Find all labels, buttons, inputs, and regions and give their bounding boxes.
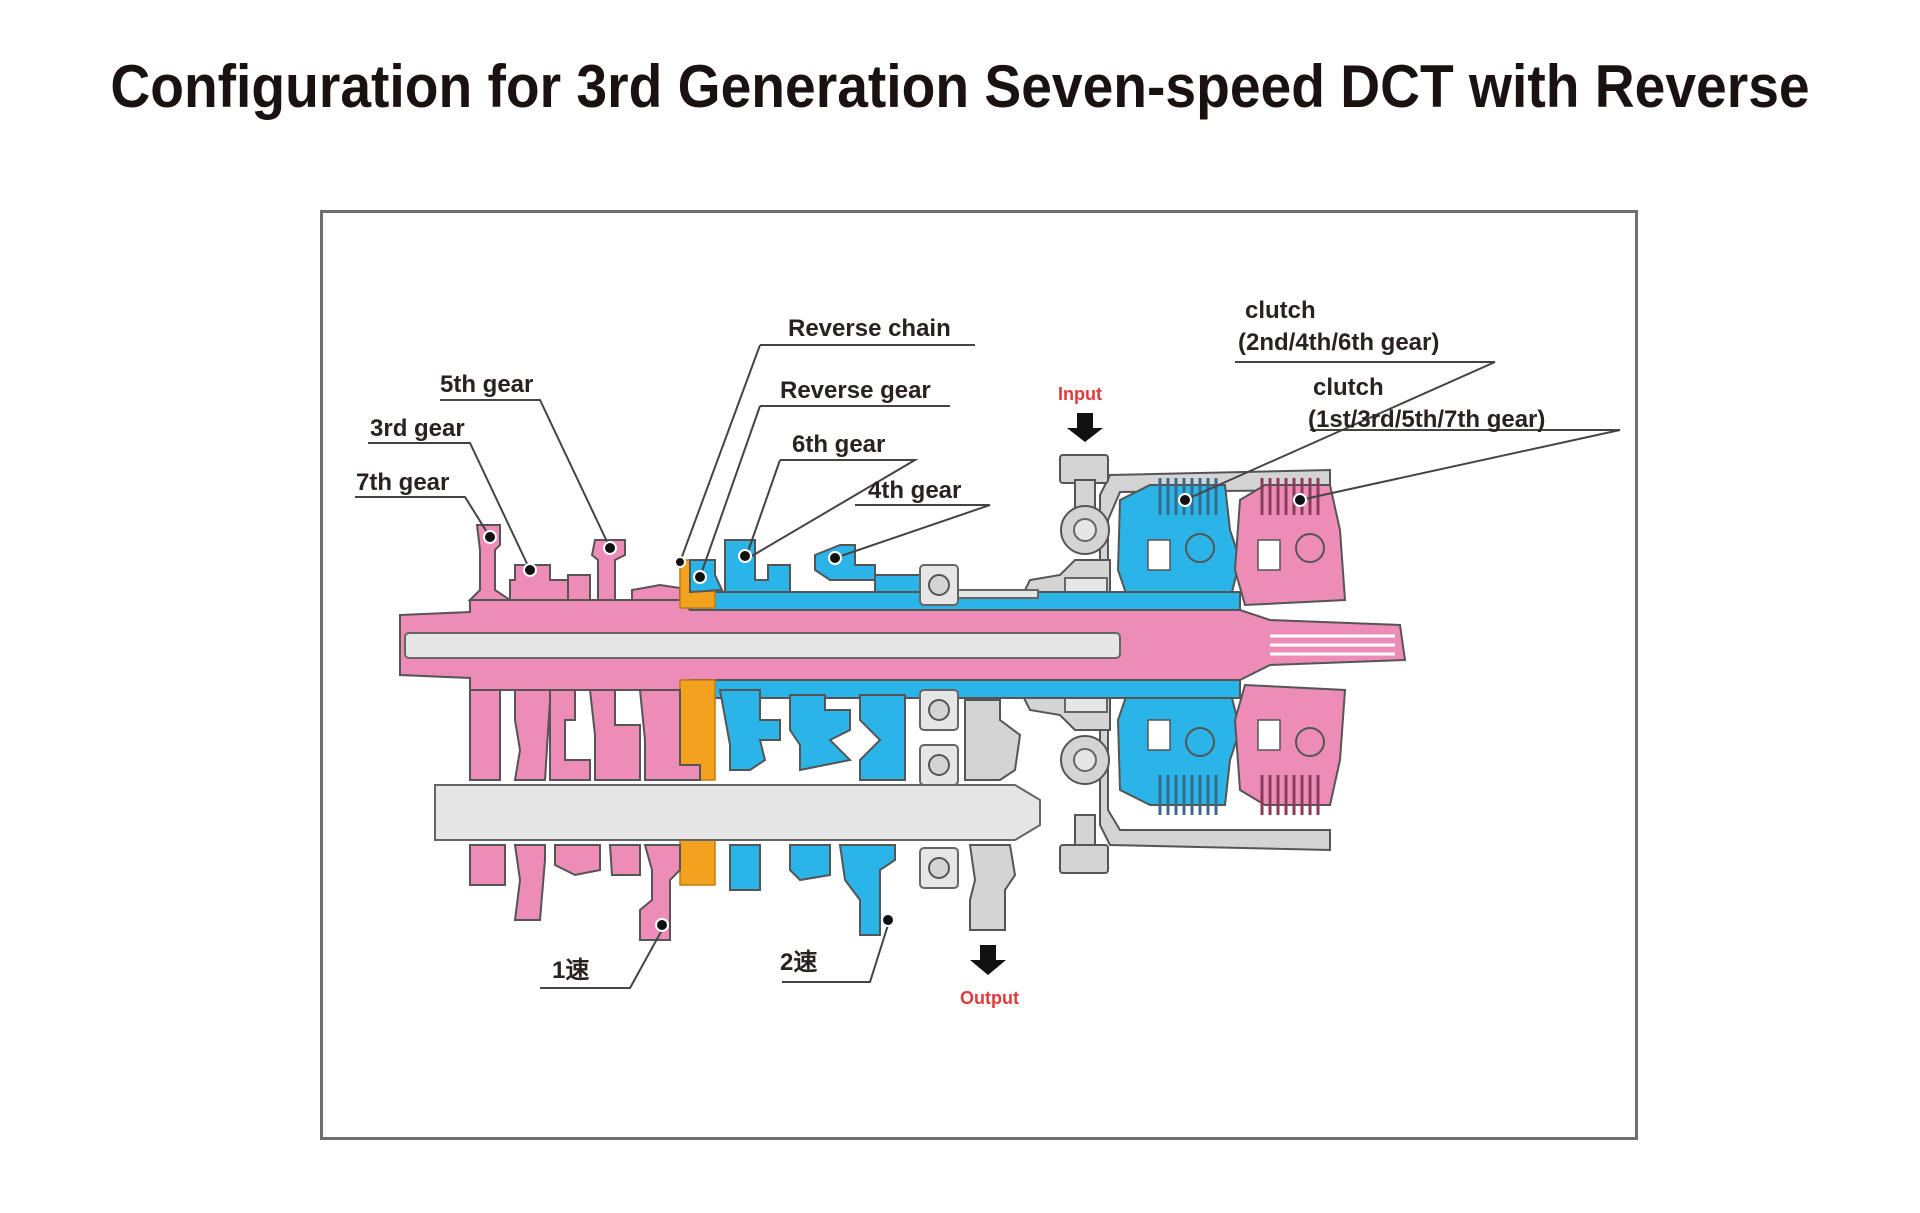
input-arrow-icon [1067, 413, 1103, 442]
label-clutch-odd-title: clutch [1313, 374, 1384, 401]
label-7th-gear: 7th gear [356, 469, 449, 496]
label-input: Input [1058, 384, 1102, 404]
label-2nd-gear: 2速 [780, 949, 817, 976]
odd-main-shaft [399, 599, 1407, 691]
label-reverse-chain: Reverse chain [788, 315, 951, 342]
label-6th-gear: 6th gear [792, 431, 885, 458]
label-reverse-gear: Reverse gear [780, 377, 931, 404]
label-5th-gear: 5th gear [440, 371, 533, 398]
label-output: Output [960, 988, 1019, 1008]
label-clutch-even-detail: (2nd/4th/6th gear) [1238, 329, 1439, 356]
diagram-frame [320, 210, 1638, 1140]
label-1st-gear: 1速 [552, 957, 589, 984]
gear-cluster-bottom [469, 844, 1017, 941]
output-shaft [434, 784, 1041, 841]
diagram-title: Configuration for 3rd Generation Seven-s… [110, 53, 1810, 120]
clutch-odd-gears [1233, 478, 1347, 815]
callout-dots [483, 493, 1307, 932]
label-clutch-even-title: clutch [1245, 297, 1316, 324]
label-clutch-odd-detail: (1st/3rd/5th/7th gear) [1308, 406, 1545, 433]
label-3rd-gear: 3rd gear [370, 415, 465, 442]
gear-cluster-lower [469, 689, 1022, 786]
leader-lines [355, 344, 1621, 989]
output-arrow-icon [970, 945, 1006, 975]
odd-gears-upper [467, 524, 681, 601]
label-4th-gear: 4th gear [868, 477, 961, 504]
